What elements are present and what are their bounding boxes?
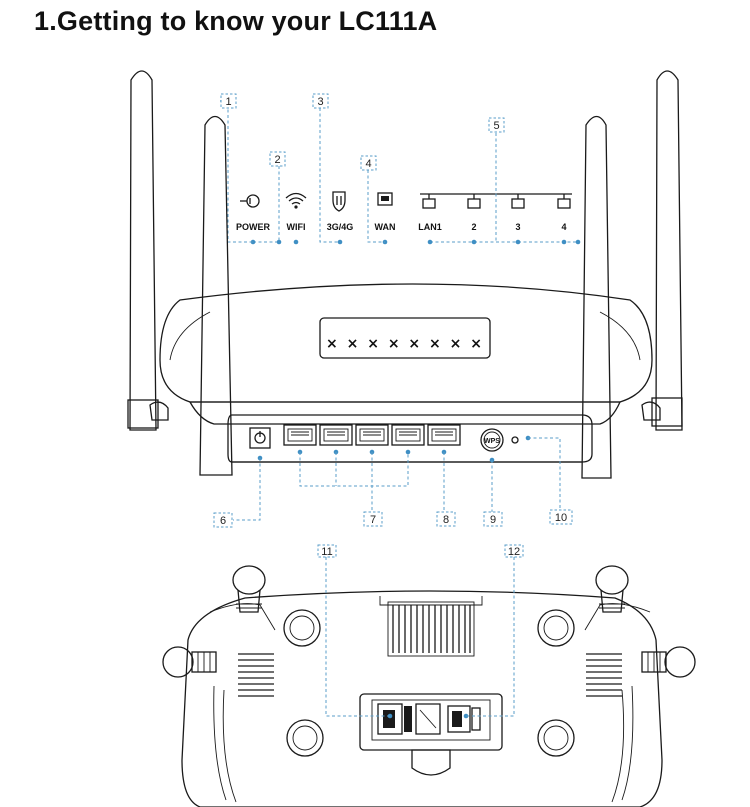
rubber-foot-bottom-left: [286, 719, 324, 757]
reset-pinhole: [511, 436, 519, 444]
rubber-foot-bottom-right: [537, 719, 575, 757]
lan-port-2: [319, 424, 353, 446]
callout-leaders-ports: [233, 437, 561, 521]
callout-8: 8: [436, 511, 456, 527]
compartment-latch: [411, 749, 451, 776]
svg-text:7: 7: [370, 514, 376, 526]
callout-leaders-sim: [325, 557, 515, 717]
sim-slot-1: [377, 703, 403, 735]
callout-2: 2: [269, 151, 286, 167]
callout-11: 11: [317, 544, 337, 558]
power-icon: [240, 194, 260, 208]
callout-10: 10: [549, 509, 573, 525]
lan2-label: 2: [471, 222, 476, 232]
svg-text:2: 2: [274, 154, 280, 166]
center-vent: [387, 601, 475, 657]
lan-port-3: [355, 424, 389, 446]
rear-port-panel: [227, 414, 593, 463]
callout-leaders-top: [220, 100, 497, 243]
page-title: 1.Getting to know your LC111A: [34, 6, 438, 36]
antenna-stub-left: [162, 646, 217, 678]
callout-1: 1: [220, 93, 237, 109]
front-led-marks: × × × × × × × ×: [326, 336, 484, 352]
lan3-label: 3: [515, 222, 520, 232]
svg-text:8: 8: [443, 514, 449, 526]
callout-12: 12: [504, 544, 524, 558]
wan-label: WAN: [375, 222, 396, 232]
callout-5: 5: [488, 117, 505, 133]
callout-6: 6: [213, 512, 233, 528]
wan-port-icon: [377, 192, 393, 206]
svg-text:12: 12: [508, 546, 520, 558]
lan-port-4: [391, 424, 425, 446]
power-label: POWER: [236, 222, 271, 232]
callout-7: 7: [363, 511, 383, 527]
wifi-icon: [285, 192, 307, 209]
callout-3: 3: [312, 93, 329, 109]
antenna-stub-right: [641, 646, 696, 678]
cellular-shield-icon: [332, 191, 346, 212]
router-body: × × × × × × × ×: [149, 283, 661, 463]
lan4-label: 4: [561, 222, 566, 232]
callout-9: 9: [483, 511, 503, 527]
antenna-right-front: [581, 115, 612, 479]
led-indicator-row: POWER WIFI 3G/4G WAN LAN1 2 3 4: [236, 191, 572, 232]
router-front-view: × × × × × × × ×: [127, 70, 683, 479]
led-window: [319, 317, 491, 359]
rubber-foot-top-left: [283, 609, 321, 647]
antenna-right-back: [651, 70, 683, 431]
sim-card-compartment: [359, 693, 503, 776]
wan-port: [427, 424, 461, 446]
sim-slot-2: [447, 705, 471, 733]
svg-text:3: 3: [317, 96, 323, 108]
led-leader-dots: [250, 239, 581, 245]
lan1-label: LAN1: [418, 222, 442, 232]
svg-text:1: 1: [225, 96, 231, 108]
antenna-left-back: [127, 70, 159, 431]
cellular-label: 3G/4G: [327, 222, 354, 232]
lan-port-1: [283, 424, 317, 446]
antenna-left-front: [199, 115, 233, 476]
svg-text:4: 4: [365, 158, 371, 170]
callout-4: 4: [360, 155, 377, 171]
svg-text:5: 5: [493, 120, 499, 132]
wps-button: WPS: [480, 428, 504, 452]
left-vent: [238, 653, 274, 697]
svg-text:10: 10: [555, 512, 567, 524]
right-vent: [586, 653, 622, 697]
router-bottom-view: [162, 565, 696, 807]
rubber-foot-top-right: [537, 609, 575, 647]
wifi-label: WIFI: [287, 222, 306, 232]
power-button: [249, 427, 271, 449]
svg-text:6: 6: [220, 515, 226, 527]
svg-text:11: 11: [321, 546, 332, 558]
svg-text:WPS: WPS: [484, 438, 500, 445]
svg-text:9: 9: [490, 514, 496, 526]
